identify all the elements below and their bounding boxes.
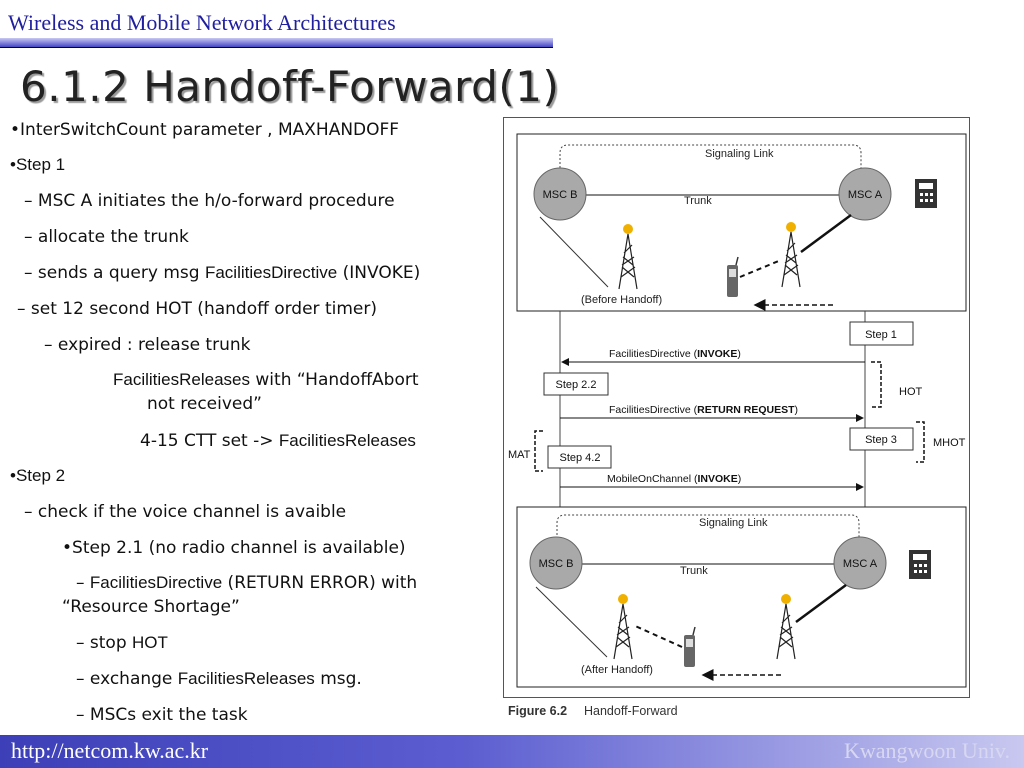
line-check-voice-channel: – check if the voice channel is avaible — [24, 502, 347, 522]
mat-timer-label: MAT — [508, 449, 531, 461]
msc-a-label-top: MSC A — [848, 189, 883, 201]
line-mscs-exit: – MSCs exit the task — [76, 705, 248, 725]
line-allocate-trunk: – allocate the trunk — [24, 227, 189, 247]
line-facilities-releases: FacilitiesReleases with “HandoffAbort — [113, 370, 419, 390]
step1-box: Step 1 — [865, 329, 897, 341]
mobile-phone-icon-bottom — [684, 626, 696, 667]
base-station-icon-a-bottom — [776, 594, 796, 660]
line-exchange: – exchange FacilitiesReleases msg. — [76, 669, 362, 689]
header-rule — [0, 38, 553, 48]
msg-facilities-directive-return-request: FacilitiesDirective (RETURN REQUEST) — [609, 404, 798, 416]
base-station-icon-a-top — [781, 222, 801, 288]
footer-url: http://netcom.kw.ac.kr — [11, 738, 209, 763]
top-panel: Signaling Link Trunk MSC B MSC A (Bef — [516, 133, 967, 312]
course-title: Wireless and Mobile Network Architecture… — [8, 10, 396, 35]
return-error-dash: – — [76, 573, 90, 593]
phone-icon-bottom — [909, 550, 931, 579]
line-sends-query: – sends a query msg FacilitiesDirective … — [24, 263, 420, 283]
line-return-error: – FacilitiesDirective (RETURN ERROR) wit… — [76, 573, 417, 593]
msg-suffix: msg. — [314, 669, 362, 689]
msc-b-node-top — [533, 167, 587, 221]
after-handoff-label: (After Handoff) — [581, 664, 653, 676]
facilities-releases-term: FacilitiesReleases — [113, 370, 250, 389]
line-stop-hot: – stop HOT — [76, 633, 168, 653]
msc-b-label-bottom: MSC B — [539, 558, 574, 570]
line-interswitch: •InterSwitchCount parameter , MAXHANDOFF — [10, 120, 400, 140]
step22-box: Step 2.2 — [556, 379, 597, 391]
phone-icon-top — [915, 179, 937, 208]
msc-a-node-top — [838, 167, 892, 221]
figure-caption-text: Handoff-Forward — [584, 704, 678, 718]
signaling-link-label-top: Signaling Link — [705, 148, 774, 160]
facilities-releases-term-2: FacilitiesReleases — [278, 431, 416, 450]
stop-prefix: – stop — [76, 633, 133, 653]
mhot-timer-label: MHOT — [933, 437, 966, 449]
return-error-suffix: (RETURN ERROR) with — [222, 573, 418, 593]
sends-query-prefix: – sends a query msg — [24, 263, 205, 283]
hot-timer-label: HOT — [899, 386, 923, 398]
facilities-directive-term: FacilitiesDirective — [204, 263, 338, 282]
bottom-panel: Signaling Link Trunk MSC B MSC A (Aft — [516, 506, 967, 688]
line-step2: •Step 2 — [10, 466, 66, 485]
facilities-directive-term-2: FacilitiesDirective — [89, 573, 223, 592]
step42-box: Step 4.2 — [560, 452, 601, 464]
hot-term: HOT — [132, 633, 168, 652]
trunk-label-top: Trunk — [684, 195, 712, 207]
mobile-phone-icon-top — [727, 256, 739, 297]
step3-box: Step 3 — [865, 434, 897, 446]
handoff-abort-text: with “HandoffAbort — [250, 370, 419, 390]
msg-facilities-directive-invoke: FacilitiesDirective (INVOKE) — [609, 348, 741, 360]
footer-university: Kwangwoon Univ. — [844, 738, 1010, 763]
invoke-suffix: (INVOKE) — [337, 263, 421, 283]
trunk-label-bottom: Trunk — [680, 565, 708, 577]
line-step1: •Step 1 — [10, 155, 66, 174]
line-resource-shortage: “Resource Shortage” — [62, 597, 240, 617]
before-handoff-label: (Before Handoff) — [581, 294, 662, 306]
footer-bar — [0, 735, 1024, 768]
slide-title: 6.1.2 Handoff-Forward(1) — [20, 62, 560, 111]
signaling-link-label-bottom: Signaling Link — [699, 517, 768, 529]
line-ctt-set: 4-15 CTT set -> FacilitiesReleases — [140, 431, 416, 451]
line-expired: – expired : release trunk — [44, 335, 251, 355]
line-msc-a-initiates: – MSC A initiates the h/o-forward proced… — [24, 191, 395, 211]
ctt-set-prefix: 4-15 CTT set -> — [140, 431, 279, 451]
line-not-received: not received” — [147, 394, 262, 414]
exchange-prefix: – exchange — [76, 669, 178, 689]
base-station-icon-b-bottom — [613, 594, 633, 660]
msc-b-label-top: MSC B — [543, 189, 578, 201]
msg-mobile-on-channel-invoke: MobileOnChannel (INVOKE) — [607, 473, 741, 485]
msc-a-label-bottom: MSC A — [843, 558, 878, 570]
msc-a-node-bottom — [833, 536, 887, 590]
figure-caption-label: Figure 6.2 — [508, 704, 567, 718]
facilities-releases-term-3: FacilitiesReleases — [177, 669, 315, 688]
msc-b-node-bottom — [529, 536, 583, 590]
line-set-hot: – set 12 second HOT (handoff order timer… — [17, 299, 377, 319]
base-station-icon-b-top — [618, 224, 638, 290]
line-step21: •Step 2.1 (no radio channel is available… — [62, 538, 406, 558]
handoff-forward-figure: Signaling Link Trunk MSC B MSC A (Bef — [503, 117, 970, 718]
